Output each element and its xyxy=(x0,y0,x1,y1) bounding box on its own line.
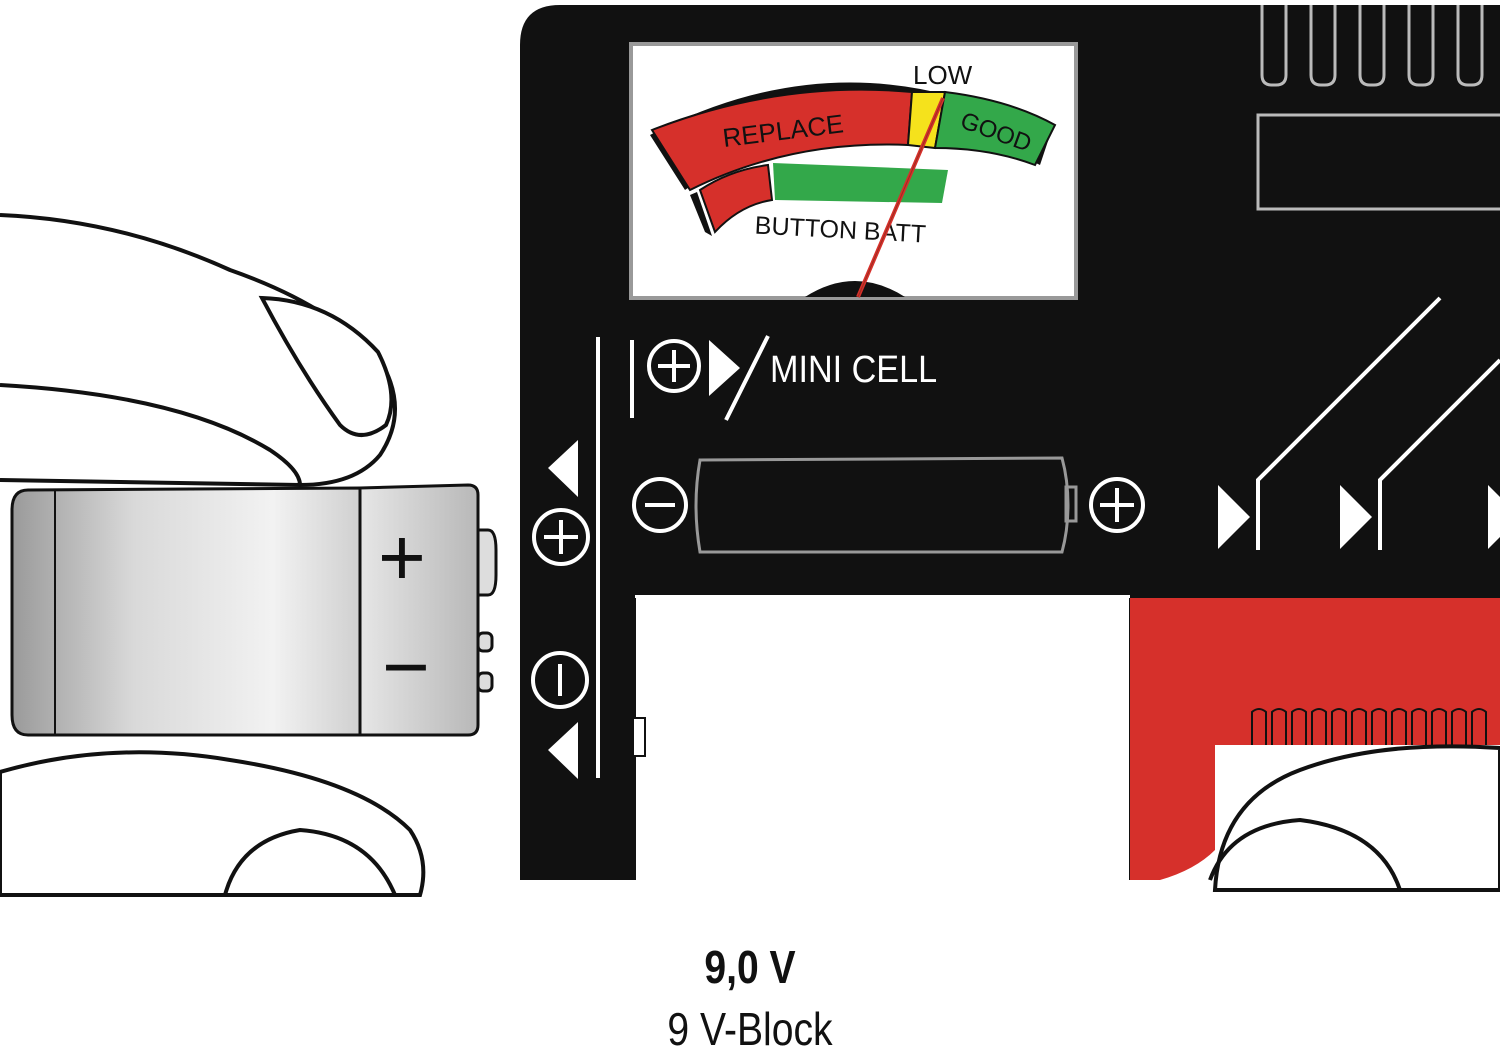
battery-cap xyxy=(358,483,480,737)
right-hand-finger xyxy=(1212,744,1500,892)
battery-plus-terminal xyxy=(476,528,498,597)
minus-circle-icon xyxy=(531,651,589,709)
arrow-right-icon xyxy=(1488,485,1500,549)
mini-cell-slash xyxy=(724,335,770,421)
voltage-caption: 9,0 V xyxy=(704,941,796,993)
button-batt-shadow xyxy=(690,192,712,236)
battery-minus-terminal xyxy=(476,671,494,693)
left-hand-fingernail xyxy=(258,295,394,437)
red-slider[interactable] xyxy=(1130,598,1500,880)
side-contact-tab xyxy=(632,717,646,757)
mini-cell-label: MINI CELL xyxy=(770,347,937,390)
top-right-grip xyxy=(1260,5,1484,87)
meter-pivot xyxy=(805,281,905,297)
plus-circle-icon xyxy=(532,508,590,566)
battery-minus-symbol: − xyxy=(382,622,430,713)
minus-circle-icon xyxy=(632,477,688,533)
top-right-slot xyxy=(1256,113,1500,211)
meter-good-band xyxy=(933,90,1057,167)
button-batt-green-band xyxy=(773,163,948,203)
tester-window-cutout xyxy=(636,598,1129,888)
battery-tester-illustration: REPLACE LOW GOOD BUTTON BATT MINI CELL xyxy=(0,5,1500,897)
right-hand-nail xyxy=(1208,817,1402,891)
button-batt-red-band xyxy=(698,163,774,234)
battery-body xyxy=(10,486,362,737)
aa-battery-slot xyxy=(694,456,1070,554)
arrow-right-icon xyxy=(1340,485,1372,549)
arrow-right-icon xyxy=(1218,485,1250,549)
left-hand-knuckle-line xyxy=(0,383,302,486)
arrow-left-icon xyxy=(548,722,578,779)
slider-grip-ridges xyxy=(1251,708,1487,745)
button-cell-guides xyxy=(1256,296,1500,550)
plus-circle-icon xyxy=(1089,477,1145,533)
left-hand-thumb xyxy=(0,750,426,897)
plus-circle-icon xyxy=(647,339,701,393)
battery-plus-symbol: + xyxy=(378,512,426,603)
aa-slot-tip xyxy=(1064,485,1078,523)
battery-minus-terminal xyxy=(476,631,494,653)
nine-volt-battery[interactable]: + − xyxy=(10,483,498,737)
arrow-right-icon xyxy=(709,340,740,396)
arrow-left-icon xyxy=(548,440,578,497)
left-hand-thumbnail xyxy=(223,827,397,896)
meter-scale: REPLACE LOW GOOD BUTTON BATT xyxy=(650,60,1057,298)
meter-low-label: LOW xyxy=(913,60,973,90)
battery-type-caption: 9 V-Block xyxy=(667,1003,833,1055)
